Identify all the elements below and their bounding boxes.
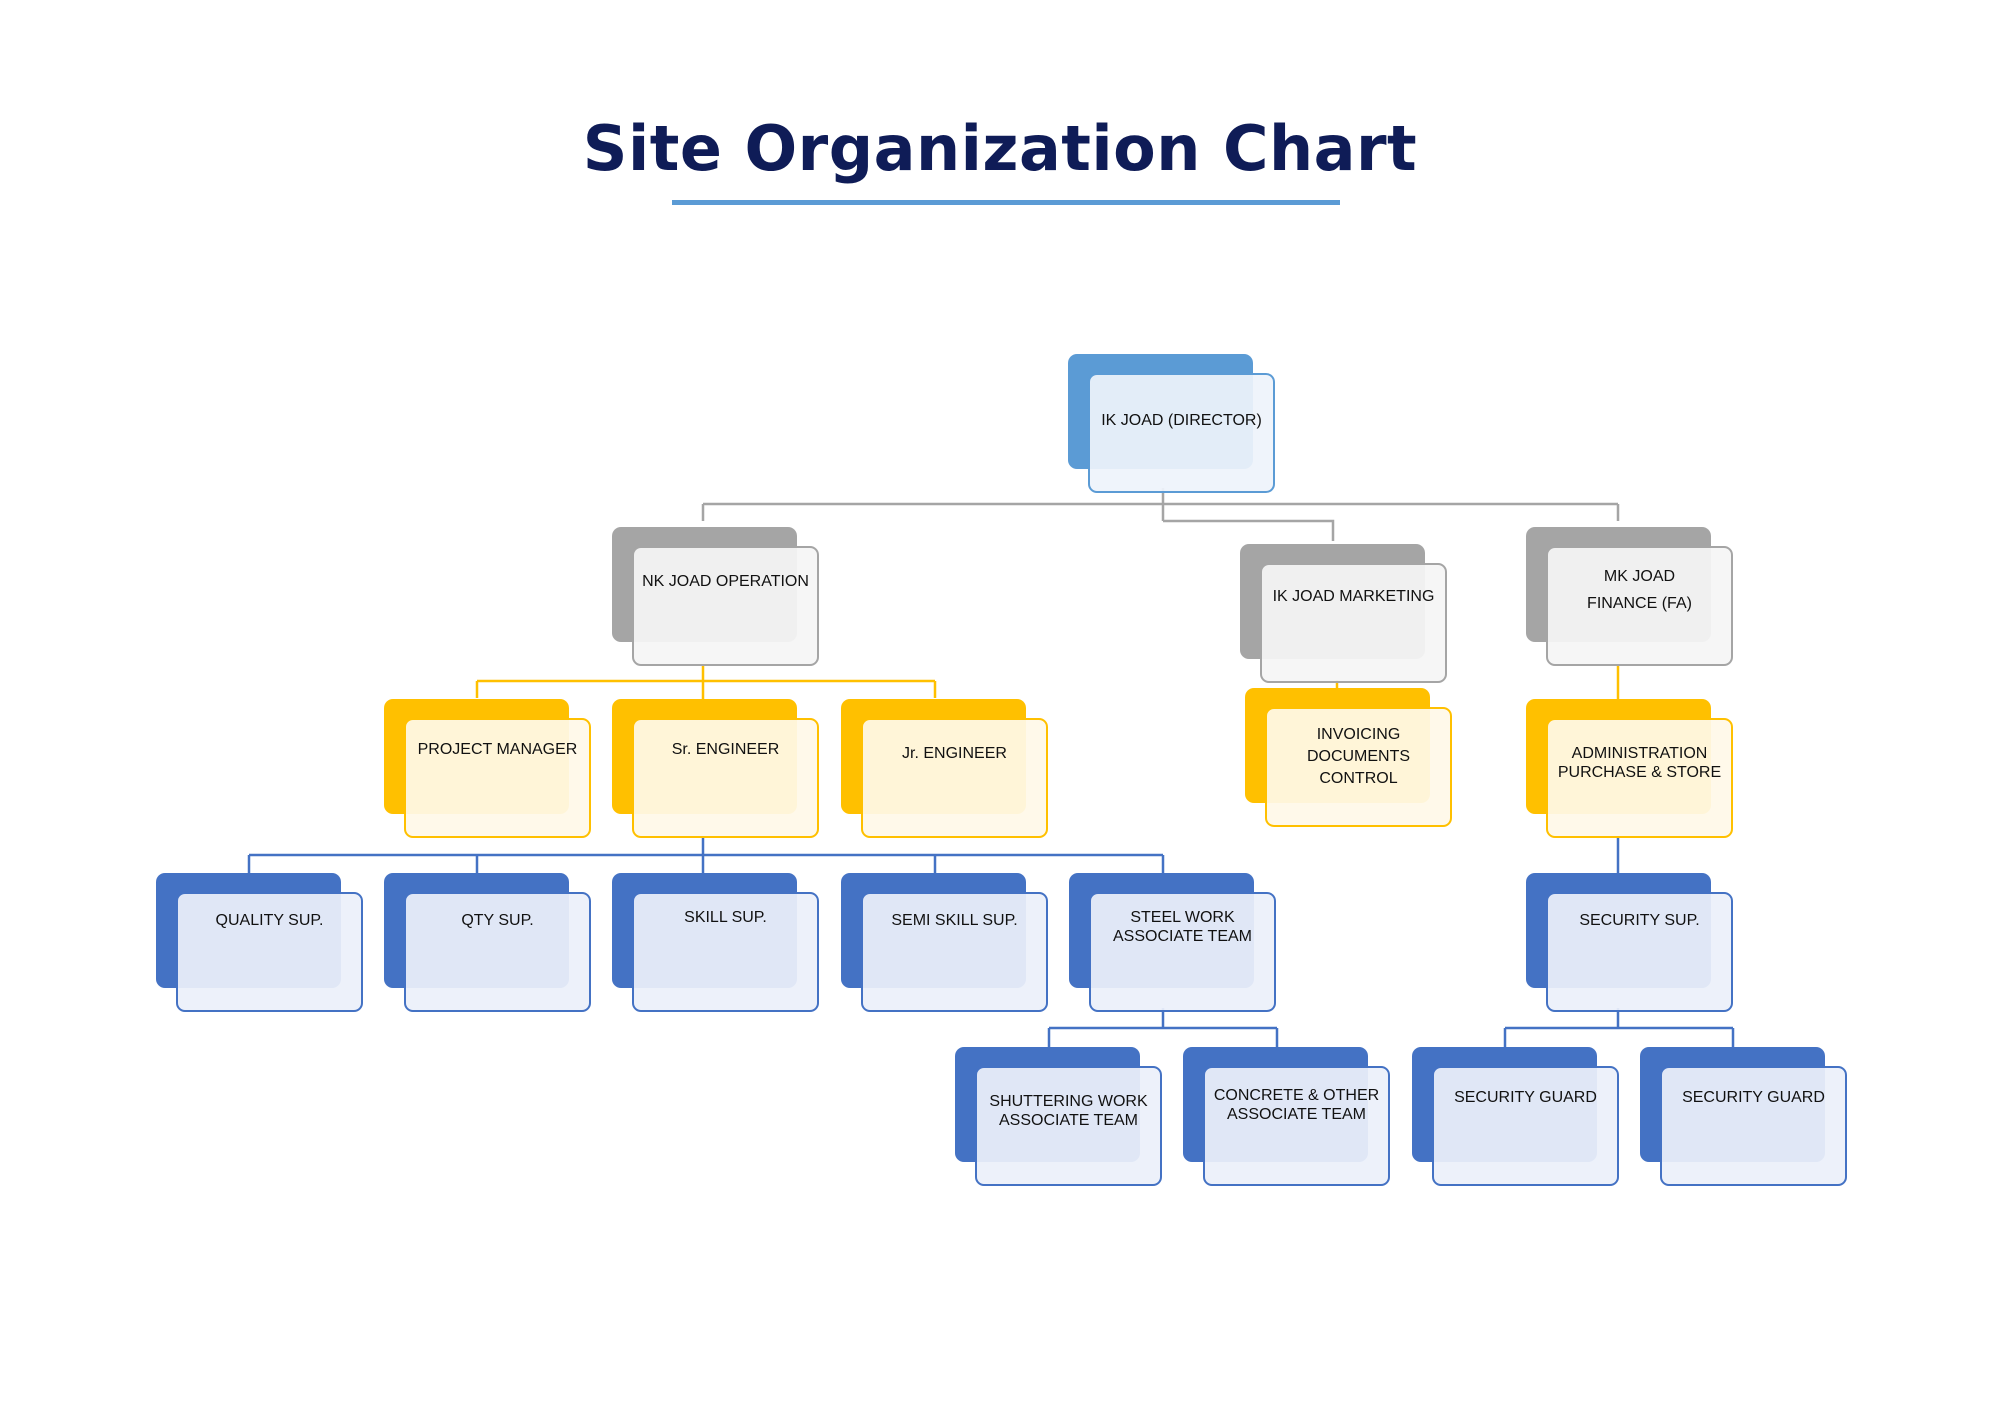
- node-steel-work-label: STEEL WORK ASSOCIATE TEAM: [1113, 909, 1252, 945]
- node-semi-skill-sup-label: SEMI SKILL SUP.: [891, 912, 1018, 929]
- title-underline: [672, 200, 1340, 205]
- node-jr-engineer-label: Jr. ENGINEER: [902, 745, 1007, 762]
- node-finance-label: MK JOAD FINANCE (FA): [1587, 568, 1692, 612]
- node-shuttering-label: SHUTTERING WORK ASSOCIATE TEAM: [989, 1093, 1148, 1129]
- node-sr-engineer-label: Sr. ENGINEER: [671, 741, 780, 758]
- connector-engineer-supervisors: [247, 836, 1165, 873]
- node-security-guard-1-label: SECURITY GUARD: [1454, 1089, 1597, 1106]
- node-skill-sup-label: SKILL SUP.: [684, 909, 767, 926]
- node-security-guard-2-label: SECURITY GUARD: [1682, 1089, 1825, 1106]
- node-administration-label: ADMINISTRATION PURCHASE & STORE: [1557, 745, 1722, 781]
- connector-security-guards: [1503, 1008, 1735, 1047]
- node-director-label: IK JOAD (DIRECTOR): [1101, 412, 1262, 429]
- connector-director-heads: [701, 488, 1620, 541]
- connector-operation-managers: [475, 665, 937, 717]
- node-project-manager-label: PROJECT MANAGER: [417, 741, 578, 758]
- node-marketing-label: IK JOAD MARKETING: [1272, 588, 1435, 605]
- node-security-sup-label: SECURITY SUP.: [1579, 912, 1700, 929]
- node-concrete-label: CONCRETE & OTHER ASSOCIATE TEAM: [1213, 1087, 1380, 1123]
- node-qty-sup-label: QTY SUP.: [461, 912, 534, 929]
- connector-steel-associates: [1047, 1008, 1279, 1047]
- node-quality-sup-label: QUALITY SUP.: [215, 912, 324, 929]
- node-invoicing-label: INVOICING DOCUMENTS CONTROL: [1306, 726, 1411, 787]
- node-operation-label: NK JOAD OPERATION: [642, 573, 809, 590]
- chart-title: Site Organization Chart: [582, 112, 1418, 185]
